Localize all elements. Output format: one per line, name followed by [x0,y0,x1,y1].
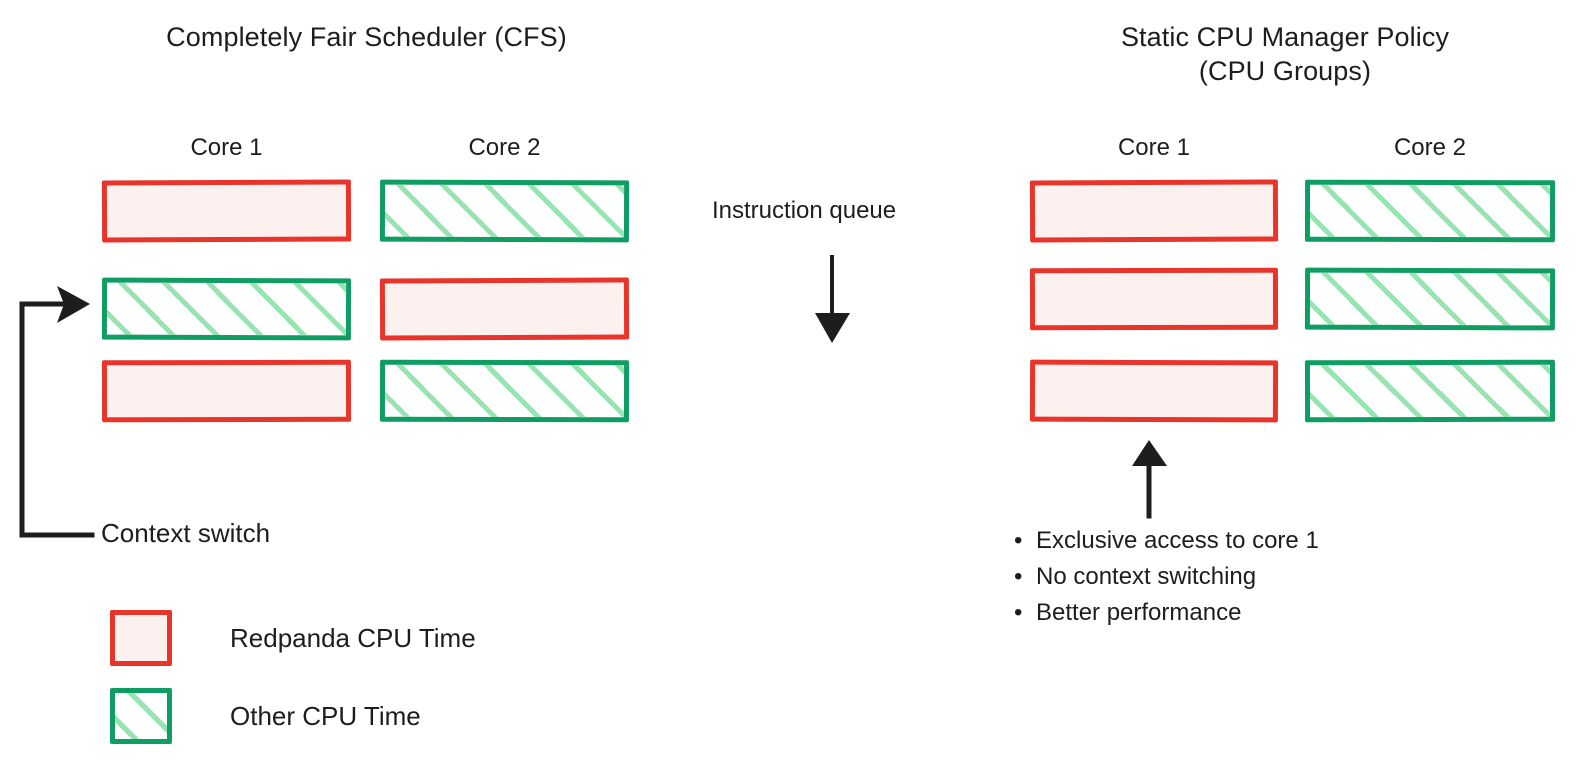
swatch-hatch-fill [115,693,167,739]
slot-hatch-fill [106,282,347,336]
instruction-queue-arrow-icon [815,255,850,343]
static-core2-slot-2-other[interactable] [1304,267,1556,331]
slot-fill [1035,184,1273,237]
legend-swatch-other [110,688,172,744]
slot-hatch-fill [1309,272,1551,326]
cfs-core1-slot-3-redpanda[interactable] [101,359,352,423]
slot-fill [1035,273,1273,325]
static-panel-title: Static CPU Manager Policy (CPU Groups) [1120,22,1450,86]
slot-fill [385,282,624,335]
cfs-core1-slot-1-redpanda[interactable] [101,179,352,243]
slot-hatch-fill [1309,364,1551,418]
slot-fill [107,184,346,237]
legend-item-redpanda: Redpanda CPU Time [110,610,476,666]
slot-fill [1035,365,1273,418]
slot-hatch-fill [384,364,625,418]
static-core2-slot-3-other[interactable] [1304,359,1556,423]
benefit-item-2: No context switching [1010,559,1319,595]
legend-item-other: Other CPU Time [110,688,421,744]
cfs-core2-slot-3-other[interactable] [379,359,630,423]
context-switch-arrow-icon [19,286,95,538]
exclusive-access-arrow-icon [1132,440,1167,519]
static-benefits-list: Exclusive access to core 1 No context sw… [1010,523,1319,631]
cfs-core1-slot-2-other[interactable] [101,277,352,341]
slot-hatch-fill [1309,184,1551,238]
static-core1-slot-2-redpanda[interactable] [1029,267,1279,331]
cfs-panel-title: Completely Fair Scheduler (CFS) [166,22,567,52]
instruction-queue-label: Instruction queue [712,197,897,224]
legend-label-redpanda: Redpanda CPU Time [230,623,476,653]
benefit-item-1: Exclusive access to core 1 [1010,523,1319,559]
cfs-core-2-label: Core 2 [468,134,541,161]
static-core2-slot-1-other[interactable] [1304,179,1556,243]
cfs-core-1-label: Core 1 [190,134,263,161]
static-core1-slot-3-redpanda[interactable] [1029,359,1279,423]
legend-label-other: Other CPU Time [230,701,421,731]
cfs-core2-slot-1-other[interactable] [379,179,630,243]
static-core-1-label: Core 1 [1117,134,1191,161]
cfs-core2-slot-2-redpanda[interactable] [379,277,630,341]
static-core1-slot-1-redpanda[interactable] [1029,179,1279,243]
context-switch-label: Context switch [101,518,271,548]
slot-fill [107,365,346,418]
slot-hatch-fill [384,184,625,238]
benefit-item-3: Better performance [1010,595,1319,631]
static-core-2-label: Core 2 [1393,134,1467,161]
legend-swatch-redpanda [110,610,172,666]
